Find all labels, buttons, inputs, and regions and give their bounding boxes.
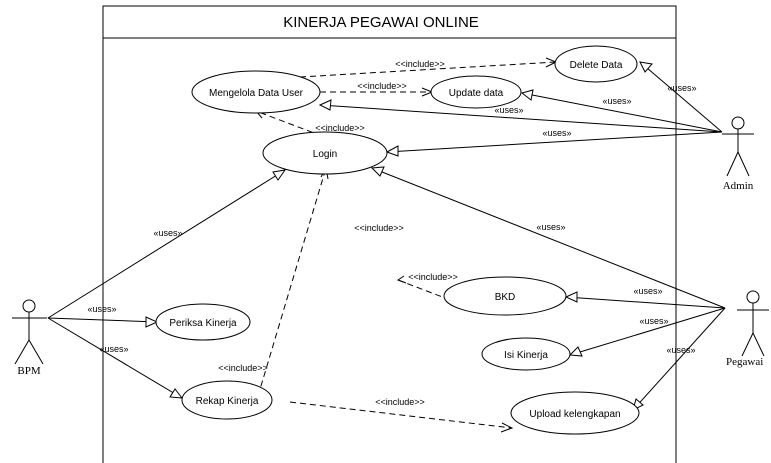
diagram-title: KINERJA PEGAWAI ONLINE [283, 14, 479, 31]
usecase-login: Login [262, 131, 388, 175]
usecase-mengelola-data-user: Mengelola Data User [191, 70, 321, 114]
label-uses-pegawai-upload: «uses» [666, 345, 695, 355]
label-include-mengelola: <<include>> [315, 123, 365, 133]
label-uses-pegawai-bkd: «uses» [633, 286, 662, 296]
assoc-admin-update [521, 92, 723, 133]
usecase-rekap-kinerja-label: Rekap Kinerja [196, 396, 259, 407]
label-include-update: <<include>> [357, 81, 407, 91]
include-rekap-upload [289, 401, 513, 429]
assoc-pegawai-bkd [565, 296, 726, 309]
arrowhead-bpm-periksa [145, 316, 159, 328]
usecase-delete-data: Delete Data [554, 45, 638, 83]
usecase-isi-kinerja: Isi Kinerja [481, 337, 571, 371]
arrowhead-admin-mengelola [318, 99, 332, 111]
assoc-pegawai-isi [569, 307, 726, 356]
assoc-pegawai-upload [632, 307, 726, 411]
assoc-admin-mengelola [319, 104, 723, 133]
arrowhead-pegawai-login [370, 166, 385, 177]
open-arrow-include-upload [500, 422, 514, 433]
arrowhead-admin-delete [639, 61, 653, 73]
label-uses-admin-delete: «uses» [667, 83, 696, 93]
label-include-upload: <<include>> [375, 397, 425, 407]
arrowhead-bpm-rekap [169, 388, 184, 399]
usecase-mengelola-data-user-label: Mengelola Data User [209, 88, 304, 99]
arrowhead-bpm-login [272, 169, 287, 181]
arrowhead-pegawai-bkd [564, 291, 578, 303]
usecase-update-data-label: Update data [449, 88, 504, 99]
label-uses-bpm-rekap: «uses» [99, 344, 128, 354]
assoc-pegawai-login [371, 167, 726, 309]
label-include-delete: <<include>> [395, 59, 445, 69]
label-uses-pegawai-isi: «uses» [639, 316, 668, 326]
label-include-center: <<include>> [354, 223, 404, 233]
usecase-bkd-label: BKD [495, 292, 516, 303]
label-uses-pegawai-login: «uses» [536, 222, 565, 232]
actor-admin: Admin [722, 116, 754, 192]
open-arrow-include-bkd [396, 275, 407, 284]
label-uses-admin-login: «uses» [542, 128, 571, 138]
usecase-upload-kelengkapan-label: Upload kelengkapan [529, 409, 620, 420]
label-uses-bpm-periksa: «uses» [87, 304, 116, 314]
usecase-isi-kinerja-label: Isi Kinerja [504, 350, 548, 361]
label-include-bkd: <<include>> [408, 272, 458, 282]
label-uses-admin-mengelola: «uses» [494, 105, 523, 115]
usecase-login-label: Login [313, 149, 337, 160]
actor-bpm: BPM [12, 299, 47, 377]
include-login-mengelola [255, 110, 323, 137]
include-mengelola-delete [299, 61, 557, 78]
actor-bpm-label: BPM [17, 365, 40, 377]
system-boundary [102, 5, 677, 463]
usecase-delete-data-label: Delete Data [570, 60, 623, 71]
include-rekap-login [257, 167, 327, 397]
actor-pegawai-label: Pegawai [726, 356, 763, 368]
usecase-rekap-kinerja: Rekap Kinerja [181, 380, 273, 420]
actor-pegawai: Pegawai [726, 290, 769, 368]
actor-admin-label: Admin [723, 180, 754, 192]
label-uses-admin-update: «uses» [602, 96, 631, 106]
usecase-upload-kelengkapan: Upload kelengkapan [510, 391, 640, 435]
label-uses-bpm-login: «uses» [153, 228, 182, 238]
arrowhead-admin-update [520, 89, 534, 101]
assoc-bpm-periksa [47, 317, 158, 323]
usecase-bkd: BKD [443, 276, 567, 316]
include-bkd-self [397, 279, 446, 299]
label-include-rekap: <<include>> [218, 363, 268, 373]
usecase-periksa-kinerja: Periksa Kinerja [155, 303, 251, 341]
assoc-admin-login [386, 131, 723, 153]
usecase-update-data: Update data [430, 75, 522, 109]
assoc-bpm-rekap [47, 317, 183, 399]
assoc-admin-delete [639, 61, 723, 133]
usecase-periksa-kinerja-label: Periksa Kinerja [169, 318, 237, 329]
arrowhead-admin-login [385, 145, 399, 157]
arrowhead-pegawai-isi [568, 346, 583, 357]
assoc-bpm-login [47, 169, 286, 319]
